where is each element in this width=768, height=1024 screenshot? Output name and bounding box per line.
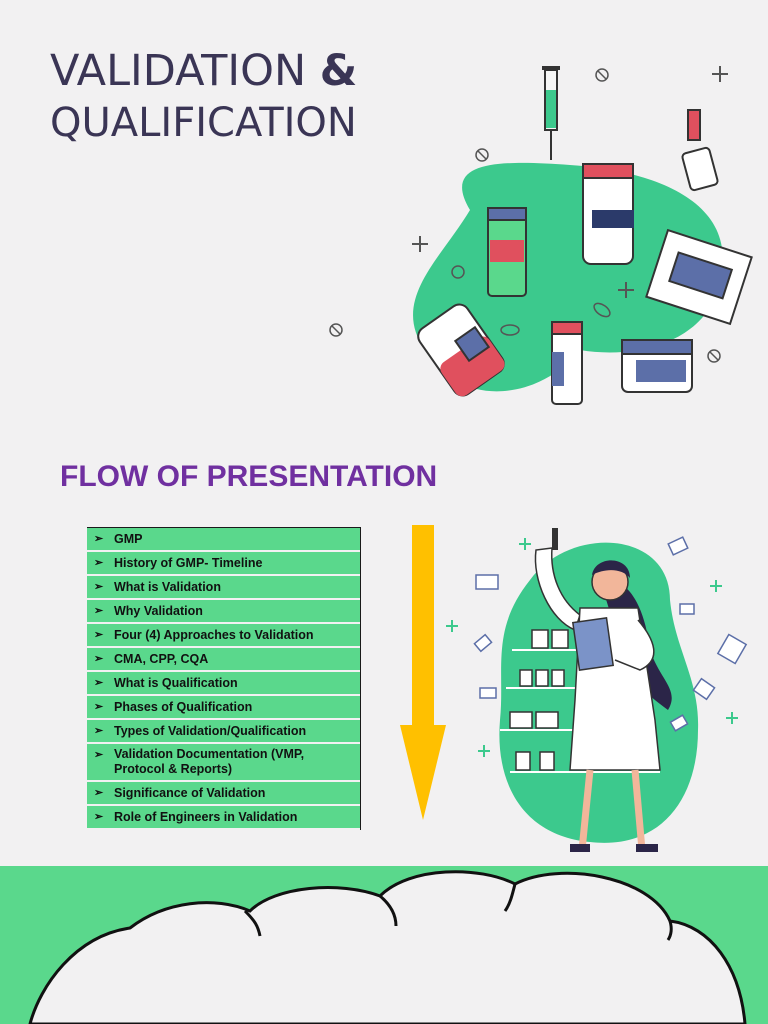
medicine-box-icon [645, 228, 753, 326]
arrow-bullet-icon: ➢ [94, 811, 104, 823]
agenda-list: ➢GMP ➢History of GMP- Timeline ➢What is … [87, 527, 361, 830]
dropper-bottle-icon [681, 109, 719, 192]
arrow-bullet-icon: ➢ [94, 725, 104, 737]
page-title: VALIDATION & QUALIFICATION [50, 46, 358, 147]
flow-title: FLOW OF PRESENTATION [60, 460, 438, 493]
arrow-bullet-icon: ➢ [94, 629, 104, 641]
arrow-bullet-icon: ➢ [94, 581, 104, 593]
plus-icons [446, 538, 738, 757]
title-ampersand: & [319, 46, 358, 96]
capsule-bottle-icon [487, 207, 527, 297]
medicine-illustration [329, 66, 753, 405]
title-line2: QUALIFICATION [50, 100, 357, 147]
arrow-bullet-icon: ➢ [94, 605, 104, 617]
shelf-jars [509, 629, 569, 771]
jar-icon [582, 163, 634, 265]
agenda-item: ➢Why Validation [87, 600, 360, 624]
agenda-item: ➢CMA, CPP, CQA [87, 648, 360, 672]
agenda-item: ➢Types of Validation/Qualification [87, 720, 360, 744]
arrow-bullet-icon: ➢ [94, 677, 104, 689]
syringe-icon [542, 66, 560, 160]
agenda-item: ➢Four (4) Approaches to Validation [87, 624, 360, 648]
agenda-item: ➢Role of Engineers in Validation [87, 806, 360, 830]
agenda-item: ➢What is Validation [87, 576, 360, 600]
red-bottle-icon [417, 303, 505, 397]
agenda-item: ➢GMP [87, 528, 360, 552]
arrow-bullet-icon: ➢ [94, 653, 104, 665]
agenda-item: ➢History of GMP- Timeline [87, 552, 360, 576]
arrow-bullet-icon: ➢ [94, 749, 104, 761]
agenda-item: ➢Significance of Validation [87, 782, 360, 806]
down-arrow-icon [400, 525, 446, 820]
agenda-item: ➢Validation Documentation (VMP, Protocol… [87, 744, 360, 782]
agenda-item: ➢What is Qualification [87, 672, 360, 696]
pill-bottle-icon [551, 321, 583, 405]
ointment-jar-icon [621, 339, 693, 393]
arrow-bullet-icon: ➢ [94, 701, 104, 713]
arrow-bullet-icon: ➢ [94, 557, 104, 569]
title-line1: VALIDATION [50, 46, 307, 96]
agenda-item: ➢Phases of Qualification [87, 696, 360, 720]
scientist-illustration [446, 528, 748, 852]
arrow-bullet-icon: ➢ [94, 533, 104, 545]
plus-icons [412, 66, 728, 298]
floating-icons [473, 536, 748, 732]
arrow-bullet-icon: ➢ [94, 787, 104, 799]
pill-icons [329, 68, 721, 363]
cloud-shape [28, 870, 747, 1024]
